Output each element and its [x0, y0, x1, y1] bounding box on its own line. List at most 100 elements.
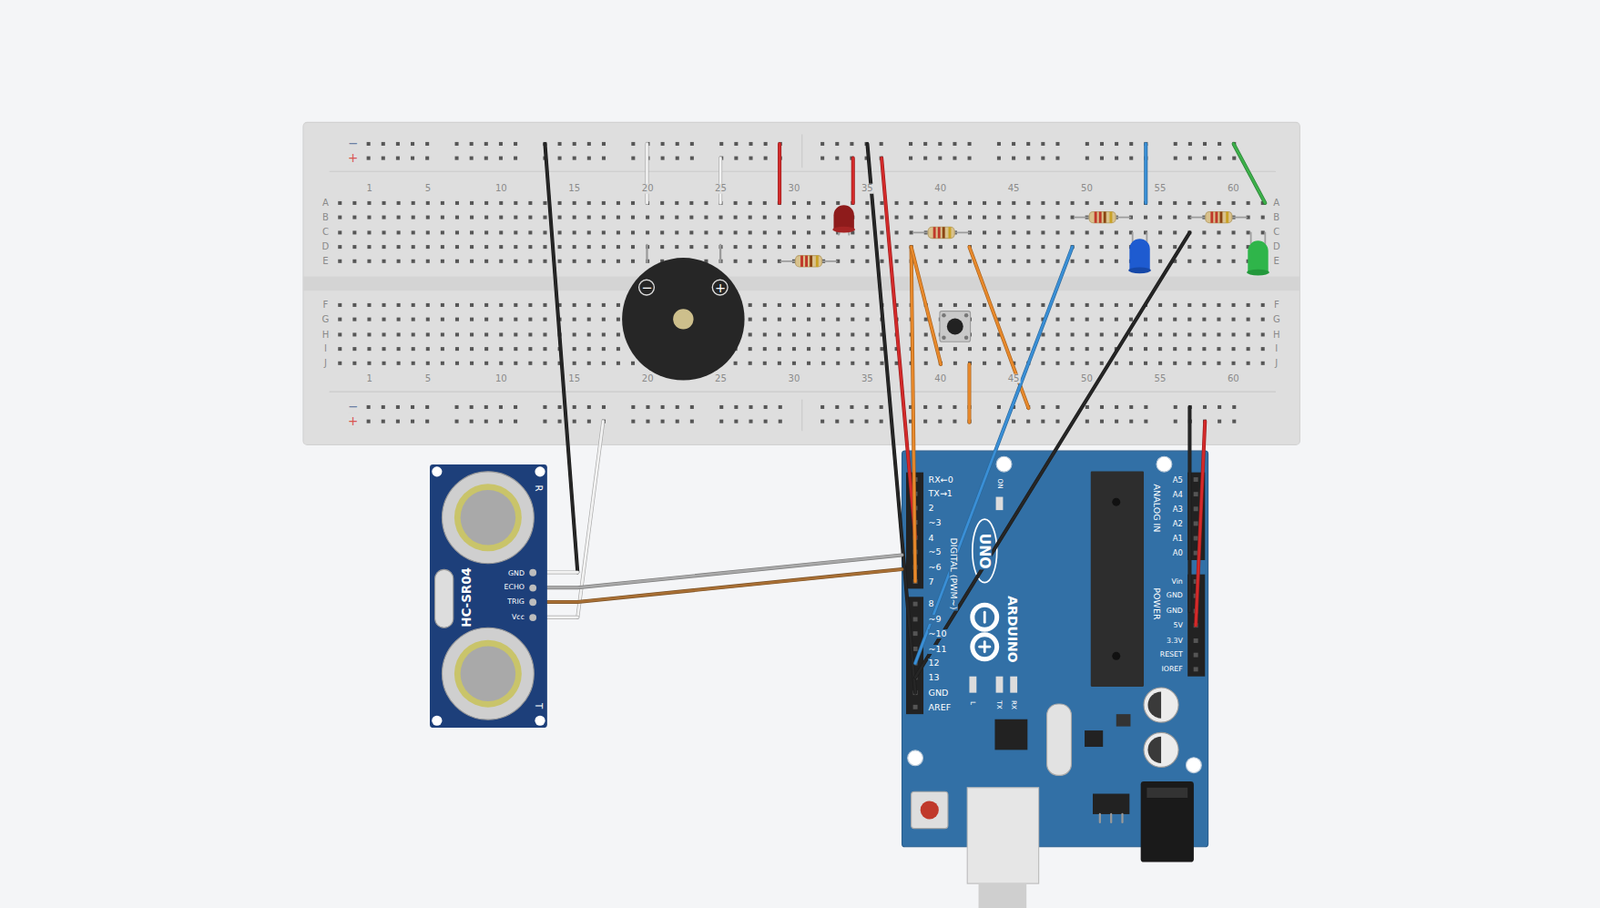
- breadboard-hole: [616, 201, 621, 205]
- breadboard-hole: [806, 317, 811, 322]
- breadboard-hole: [792, 332, 796, 337]
- breadboard-hole: [938, 346, 943, 351]
- breadboard-hole: [1070, 346, 1075, 351]
- wire: [544, 143, 578, 572]
- breadboard-hole: [499, 303, 503, 307]
- breadboard-hole: [337, 332, 342, 337]
- breadboard-hole: [631, 361, 635, 366]
- wire: [1195, 421, 1205, 626]
- breadboard-hole: [587, 419, 592, 424]
- breadboard-hole: [982, 303, 987, 307]
- breadboard-hole: [703, 230, 708, 235]
- breadboard-hole: [1026, 142, 1030, 146]
- breadboard-hole: [1216, 259, 1221, 264]
- node-shape: [621, 256, 746, 382]
- breadboard-hole: [397, 317, 401, 322]
- transducer-label: R: [532, 484, 543, 491]
- breadboard-hole: [748, 156, 753, 161]
- breadboard-hole: [952, 405, 957, 409]
- breadboard-hole: [616, 303, 621, 307]
- wire-outline: [644, 143, 649, 204]
- mounting-hole: [431, 714, 442, 725]
- breadboard-hole: [997, 405, 1001, 409]
- breadboard-hole: [616, 361, 621, 366]
- breadboard-hole: [366, 259, 371, 264]
- breadboard-hole: [792, 230, 796, 235]
- breadboard-hole: [719, 215, 724, 220]
- wire: [1188, 407, 1192, 612]
- breadboard-hole: [382, 215, 387, 220]
- header-hole: [1193, 520, 1199, 526]
- breadboard-hole: [982, 215, 987, 220]
- breadboard-hole: [879, 405, 884, 409]
- breadboard-hole: [1085, 332, 1090, 337]
- wire: [851, 158, 855, 204]
- breadboard-hole: [1114, 230, 1119, 235]
- power-led: [996, 497, 1004, 511]
- breadboard-hole: [397, 361, 401, 366]
- breadboard-hole: [1011, 142, 1016, 146]
- buzzer-center: [673, 309, 694, 330]
- breadboard-hole: [411, 244, 416, 249]
- breadboard-hole: [440, 230, 445, 235]
- breadboard-hole: [982, 201, 987, 205]
- resistor-band: [815, 255, 819, 267]
- breadboard-hole: [835, 361, 840, 366]
- breadboard-hole: [1055, 405, 1060, 409]
- buzzer-body: [622, 257, 745, 380]
- capacitor-mark: [1147, 692, 1162, 719]
- breadboard-hole: [1011, 215, 1016, 220]
- row-letter: B: [1272, 212, 1281, 223]
- breadboard-hole: [513, 201, 518, 205]
- column-number: 15: [567, 373, 581, 384]
- breadboard-hole: [806, 303, 811, 307]
- breadboard-hole: [719, 142, 724, 146]
- rail-separator: [801, 399, 803, 431]
- breadboard-hole: [733, 405, 738, 409]
- breadboard-hole: [850, 259, 855, 264]
- breadboard-hole: [849, 405, 854, 409]
- resistor-band: [1099, 211, 1102, 223]
- crystal: [1047, 703, 1072, 775]
- breadboard-hole: [1202, 332, 1206, 337]
- breadboard-hole: [1172, 303, 1177, 307]
- wire: [778, 143, 782, 204]
- breadboard-hole: [1172, 244, 1177, 249]
- polarity-mark: +: [714, 280, 726, 295]
- pin-label: RX←0: [927, 475, 955, 485]
- breadboard-hole: [748, 361, 753, 366]
- wire-outline: [547, 570, 579, 574]
- breadboard-hole: [1129, 346, 1133, 351]
- breadboard-hole: [616, 259, 621, 264]
- breadboard-hole: [601, 142, 606, 146]
- header-label: DIGITAL (PWM~): [948, 536, 958, 611]
- breadboard-hole: [733, 361, 738, 366]
- column-number: 20: [641, 183, 655, 194]
- breadboard-hole: [1040, 215, 1045, 220]
- wire: [1233, 143, 1266, 204]
- breadboard-hole: [937, 156, 942, 161]
- breadboard-hole: [1114, 142, 1119, 146]
- breadboard-hole: [601, 332, 606, 337]
- breadboard-hole: [469, 405, 474, 409]
- breadboard-hole: [425, 405, 429, 409]
- breadboard-hole: [1261, 317, 1265, 322]
- breadboard-hole: [631, 215, 635, 220]
- breadboard-hole: [1026, 303, 1030, 307]
- breadboard-hole: [1216, 230, 1221, 235]
- logo-ring: [972, 604, 998, 630]
- column-number: 40: [933, 373, 948, 384]
- breadboard-hole: [396, 142, 400, 146]
- breadboard-hole: [1246, 201, 1251, 205]
- pin-label: ~9: [927, 614, 943, 624]
- breadboard-hole: [1158, 230, 1162, 235]
- breadboard-hole: [1100, 317, 1104, 322]
- breadboard-hole: [690, 419, 694, 424]
- breadboard-hole: [513, 259, 518, 264]
- transducer-ring: [454, 483, 522, 551]
- breadboard-hole: [1246, 317, 1251, 322]
- signal-wire: [547, 569, 903, 602]
- breadboard-hole: [835, 346, 840, 351]
- breadboard-hole: [997, 215, 1001, 220]
